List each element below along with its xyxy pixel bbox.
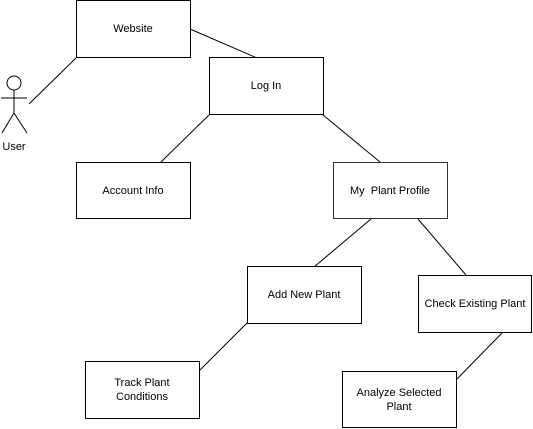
node-login-box (209, 57, 324, 115)
node-website-box (76, 0, 191, 58)
user-actor[interactable]: User (1, 75, 28, 153)
node-website[interactable]: Website (76, 0, 191, 58)
connector-lines (28, 28, 504, 381)
actor-head (6, 75, 22, 91)
node-track-plant-conditions-box (85, 361, 200, 419)
edge-profile-add-new-plant (313, 218, 372, 268)
node-track-plant-conditions-line1: Track Plant (114, 377, 169, 389)
node-my-plant-profile[interactable]: My Plant Profile (333, 162, 448, 219)
edge-add-new-track-conditions (199, 322, 248, 371)
actor-left-leg (1, 112, 15, 134)
node-add-new-plant-box (247, 266, 362, 324)
actor-right-leg (13, 112, 28, 134)
edge-website-login (189, 28, 258, 59)
edge-profile-check-existing (417, 218, 467, 276)
node-my-plant-profile-label: My Plant Profile (350, 185, 430, 197)
edge-login-account-info (160, 114, 210, 163)
edge-user-website (28, 57, 77, 105)
node-add-new-plant-label: Add New Plant (268, 289, 341, 301)
node-website-label: Website (113, 23, 153, 35)
node-check-existing-plant-box (418, 275, 532, 333)
node-analyze-selected-plant-line2: Plant (386, 401, 411, 413)
node-check-existing-plant-label: Check Existing Plant (425, 298, 526, 310)
node-add-new-plant[interactable]: Add New Plant (247, 266, 362, 324)
node-track-plant-conditions[interactable]: Track Plant Conditions (85, 361, 200, 419)
edge-check-existing-analyze (455, 331, 504, 381)
node-login-label: Log In (251, 80, 282, 92)
node-account-info-label: Account Info (102, 185, 163, 197)
node-analyze-selected-plant[interactable]: Analyze Selected Plant (342, 371, 457, 428)
node-track-plant-conditions-line2: Conditions (116, 391, 168, 403)
node-check-existing-plant[interactable]: Check Existing Plant (418, 275, 532, 333)
node-analyze-selected-plant-box (342, 371, 457, 428)
node-my-plant-profile-box (333, 162, 448, 219)
node-account-info[interactable]: Account Info (76, 162, 191, 219)
node-account-info-box (76, 162, 191, 219)
edge-login-my-plant-profile (322, 114, 381, 163)
node-login[interactable]: Log In (209, 57, 324, 115)
node-analyze-selected-plant-line1: Analyze Selected (357, 387, 442, 399)
actor-label: User (2, 141, 26, 153)
